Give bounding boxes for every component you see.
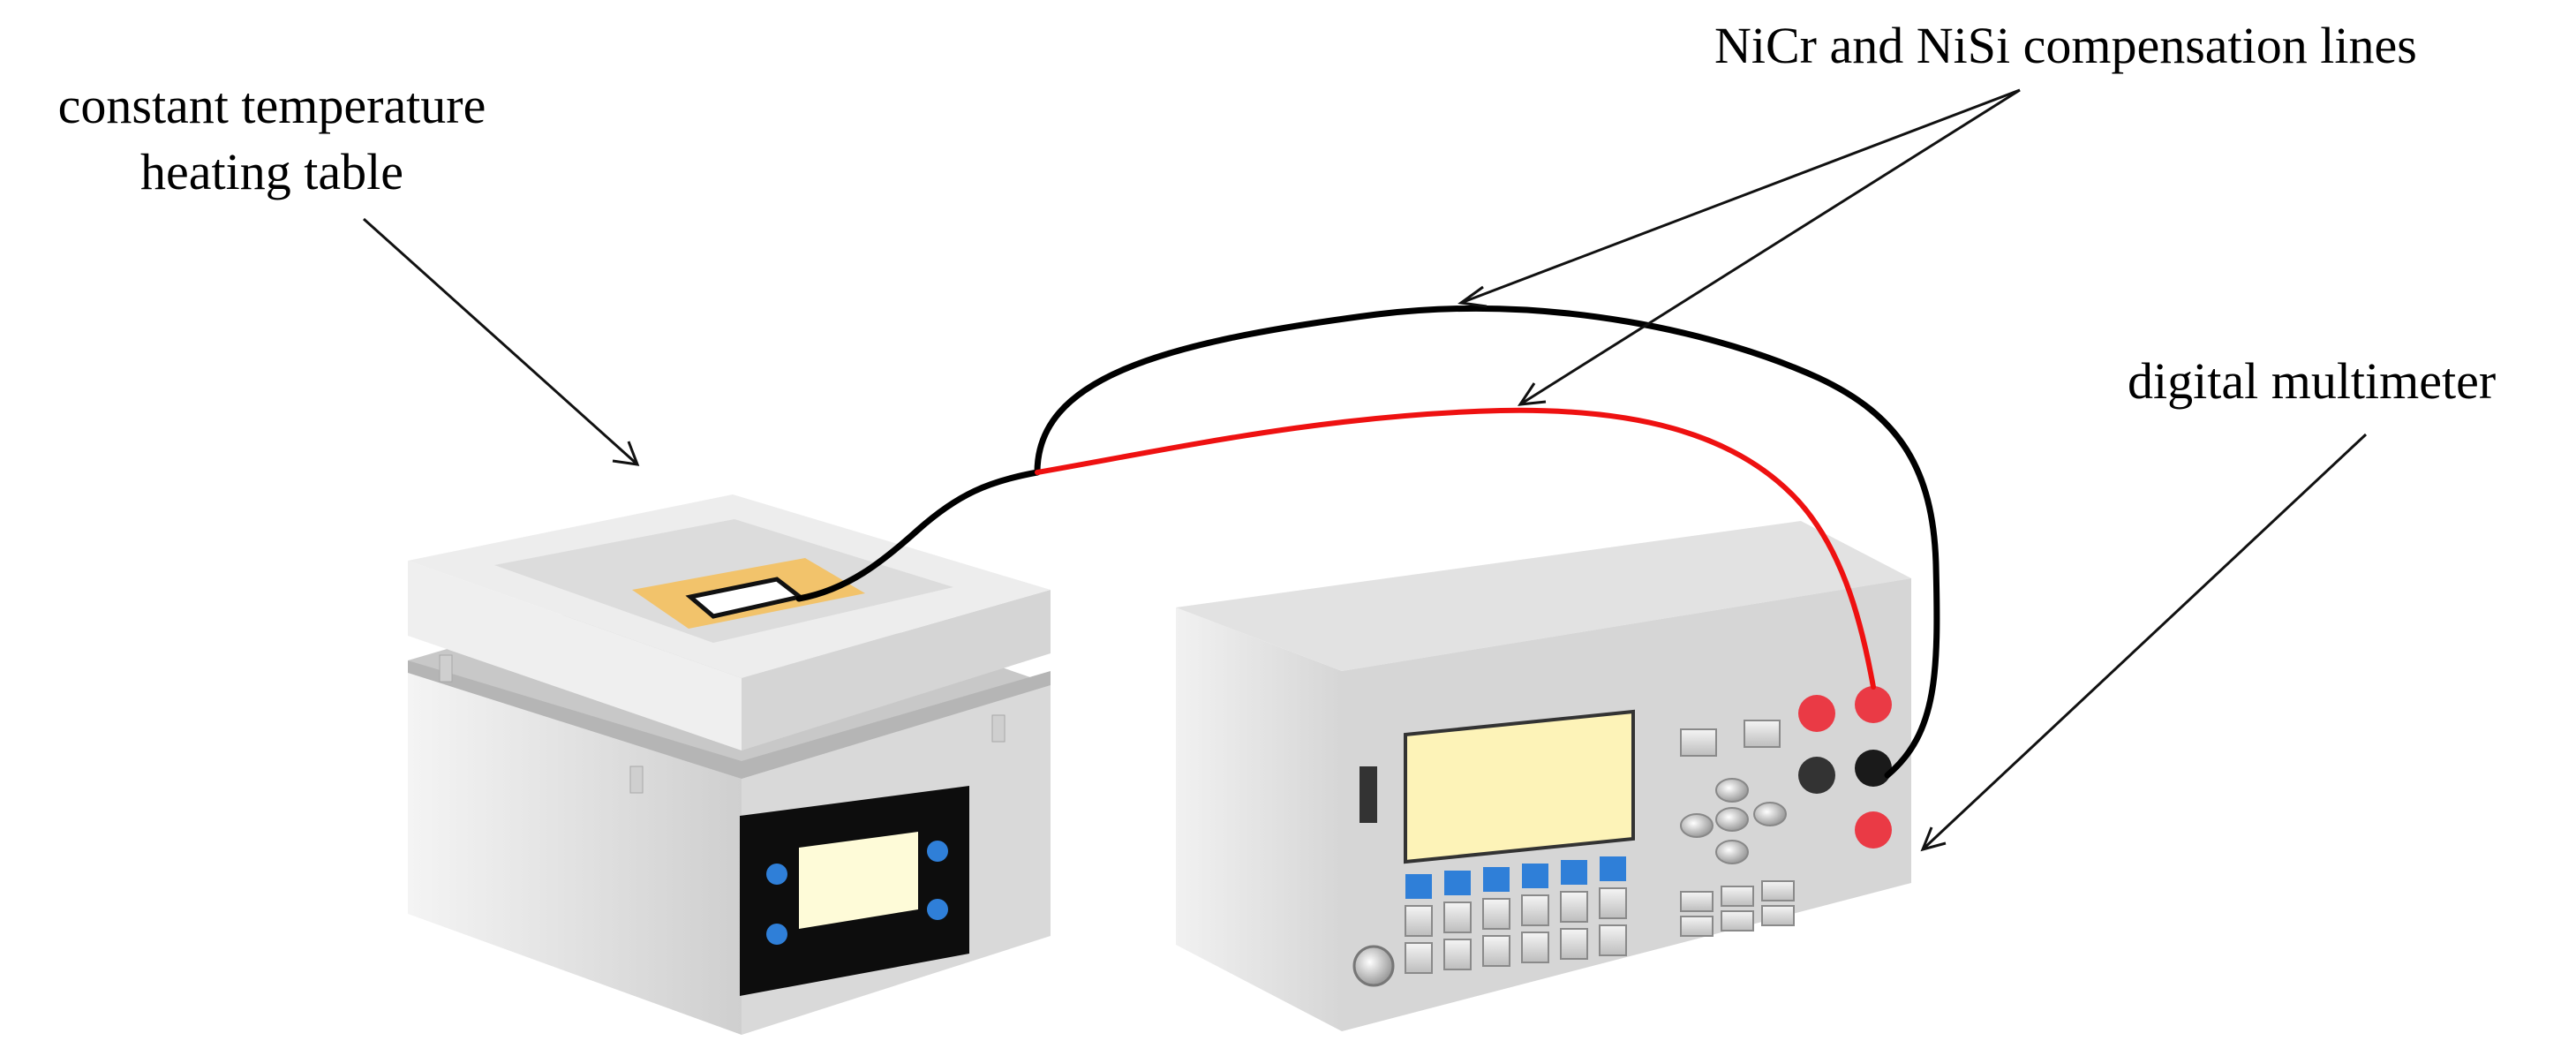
nav-up: [1715, 778, 1749, 803]
grey-key: [1443, 939, 1472, 970]
compensation-lines-label: NiCr and NiSi compensation lines: [1714, 17, 2417, 74]
arrow-to-multimeter: [1921, 433, 2368, 851]
terminal-red-2: [1855, 686, 1892, 723]
grey-key: [1599, 887, 1627, 919]
grey-key: [1560, 928, 1588, 960]
meter-grey-keys: [1405, 887, 1627, 974]
terminal-red-3: [1855, 811, 1892, 849]
terminal-black-1: [1798, 757, 1835, 794]
grey-key: [1521, 932, 1549, 963]
blue-key: [1561, 860, 1587, 885]
grey-key: [1443, 901, 1472, 933]
blue-key: [1600, 856, 1626, 881]
arrow-to-black-line: [1460, 88, 2021, 305]
blue-key: [1522, 864, 1548, 888]
lower-key: [1680, 891, 1714, 912]
compensation-lines: [795, 305, 1940, 779]
arrow-to-heating-table: [362, 217, 639, 466]
digital-multimeter-label: digital multimeter: [2128, 352, 2497, 410]
nav-right: [1753, 802, 1787, 826]
grey-key: [1560, 891, 1588, 923]
heater-display: [799, 832, 918, 929]
heater-button-4: [927, 899, 948, 920]
heater-gap-shadow: [408, 660, 1051, 779]
heater-button-2: [766, 924, 787, 945]
nav-down: [1715, 840, 1749, 864]
heater-plate-right-face: [742, 590, 1051, 751]
arrow-to-red-line: [1519, 88, 2021, 406]
lower-key: [1721, 886, 1754, 907]
meter-blue-keys: [1405, 856, 1626, 899]
function-key: [1680, 728, 1717, 757]
arrowhead-black-line: [1457, 285, 1488, 308]
arrowhead-multimeter: [1920, 826, 1947, 852]
digital-multimeter: [1176, 521, 1911, 1031]
nav-left: [1680, 813, 1714, 838]
nicr-black-lead: [795, 305, 1940, 779]
meter-left-face: [1176, 607, 1342, 1031]
grey-key: [1521, 894, 1549, 926]
meter-function-keys: [1680, 720, 1781, 757]
heater-plate-left-face: [408, 561, 742, 751]
terminal-black-2: [1855, 750, 1892, 787]
heating-table-label-line2: heating table: [140, 143, 403, 201]
grey-key: [1482, 898, 1510, 930]
heater-button-3: [927, 841, 948, 862]
annotation-arrows: [362, 88, 2368, 852]
nav-center: [1715, 807, 1749, 832]
grey-key: [1405, 905, 1433, 937]
lower-key: [1761, 905, 1795, 926]
function-key: [1744, 720, 1781, 748]
heater-base-left-face: [408, 660, 742, 1035]
meter-top-face: [1176, 521, 1911, 671]
meter-knob: [1352, 945, 1395, 987]
lower-key: [1721, 910, 1754, 932]
lower-key: [1761, 880, 1795, 901]
grey-key: [1405, 942, 1433, 974]
meter-slot: [1360, 766, 1377, 823]
nisi-red-lead: [1035, 407, 1876, 690]
blue-key: [1483, 867, 1510, 892]
heater-foot-front: [629, 766, 644, 794]
heating-table: [408, 494, 1051, 1035]
terminal-red-1: [1798, 695, 1835, 732]
meter-lower-keys: [1680, 880, 1795, 937]
heating-table-label-line1: constant temperature: [57, 77, 486, 134]
grey-key: [1482, 935, 1510, 967]
heater-foot-right: [991, 714, 1006, 743]
arrowhead-red-line: [1517, 382, 1547, 406]
heater-foot-left: [439, 654, 453, 683]
blue-key: [1405, 874, 1432, 899]
blue-key: [1444, 871, 1471, 895]
heater-button-1: [766, 864, 787, 885]
heating-table-label: constant temperature heating table: [16, 72, 528, 206]
lower-key: [1680, 916, 1714, 937]
meter-nav-pad: [1680, 778, 1787, 864]
meter-display: [1404, 709, 1635, 864]
arrowhead-heating-table: [612, 441, 640, 466]
grey-key: [1599, 924, 1627, 956]
